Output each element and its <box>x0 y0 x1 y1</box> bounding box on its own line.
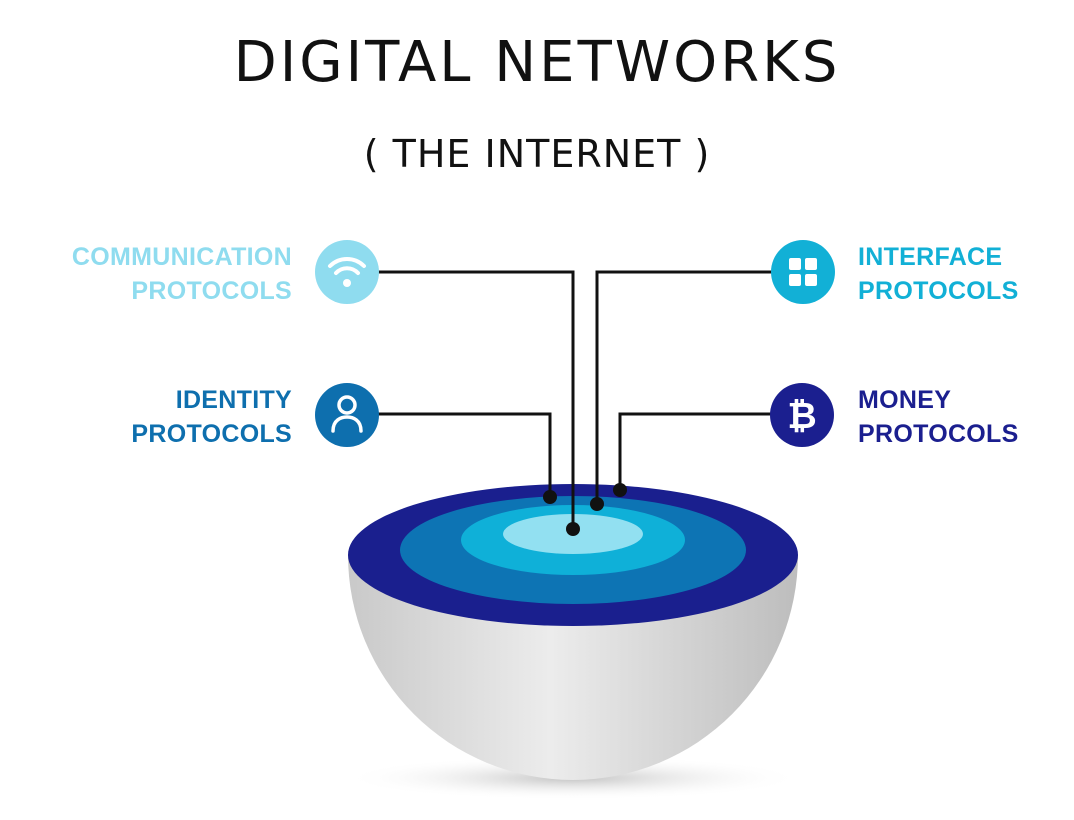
label-line2: PROTOCOLS <box>858 274 1074 308</box>
label-line2: PROTOCOLS <box>0 417 292 451</box>
label-line1: COMMUNICATION <box>0 240 292 274</box>
label-line1: MONEY <box>858 383 1074 417</box>
label-money-protocols: MONEY PROTOCOLS <box>858 383 1074 451</box>
label-identity-protocols: IDENTITY PROTOCOLS <box>0 383 292 451</box>
label-line2: PROTOCOLS <box>858 417 1074 451</box>
connector-dot-identity <box>543 490 557 504</box>
label-line1: INTERFACE <box>858 240 1074 274</box>
connector-identity <box>378 414 550 497</box>
connector-dot-communication <box>566 522 580 536</box>
label-communication-protocols: COMMUNICATION PROTOCOLS <box>0 240 292 308</box>
bitcoin-glyph: ₿ <box>787 396 816 437</box>
connector-interface <box>597 272 772 504</box>
label-interface-protocols: INTERFACE PROTOCOLS <box>858 240 1074 308</box>
connector-dot-interface <box>590 497 604 511</box>
user-icon <box>315 383 379 447</box>
bitcoin-icon: ₿ <box>770 383 834 447</box>
wifi-icon <box>315 240 379 304</box>
connector-dot-money <box>613 483 627 497</box>
label-line2: PROTOCOLS <box>0 274 292 308</box>
grid-icon <box>771 240 835 304</box>
label-line1: IDENTITY <box>0 383 292 417</box>
connector-money <box>620 414 772 490</box>
